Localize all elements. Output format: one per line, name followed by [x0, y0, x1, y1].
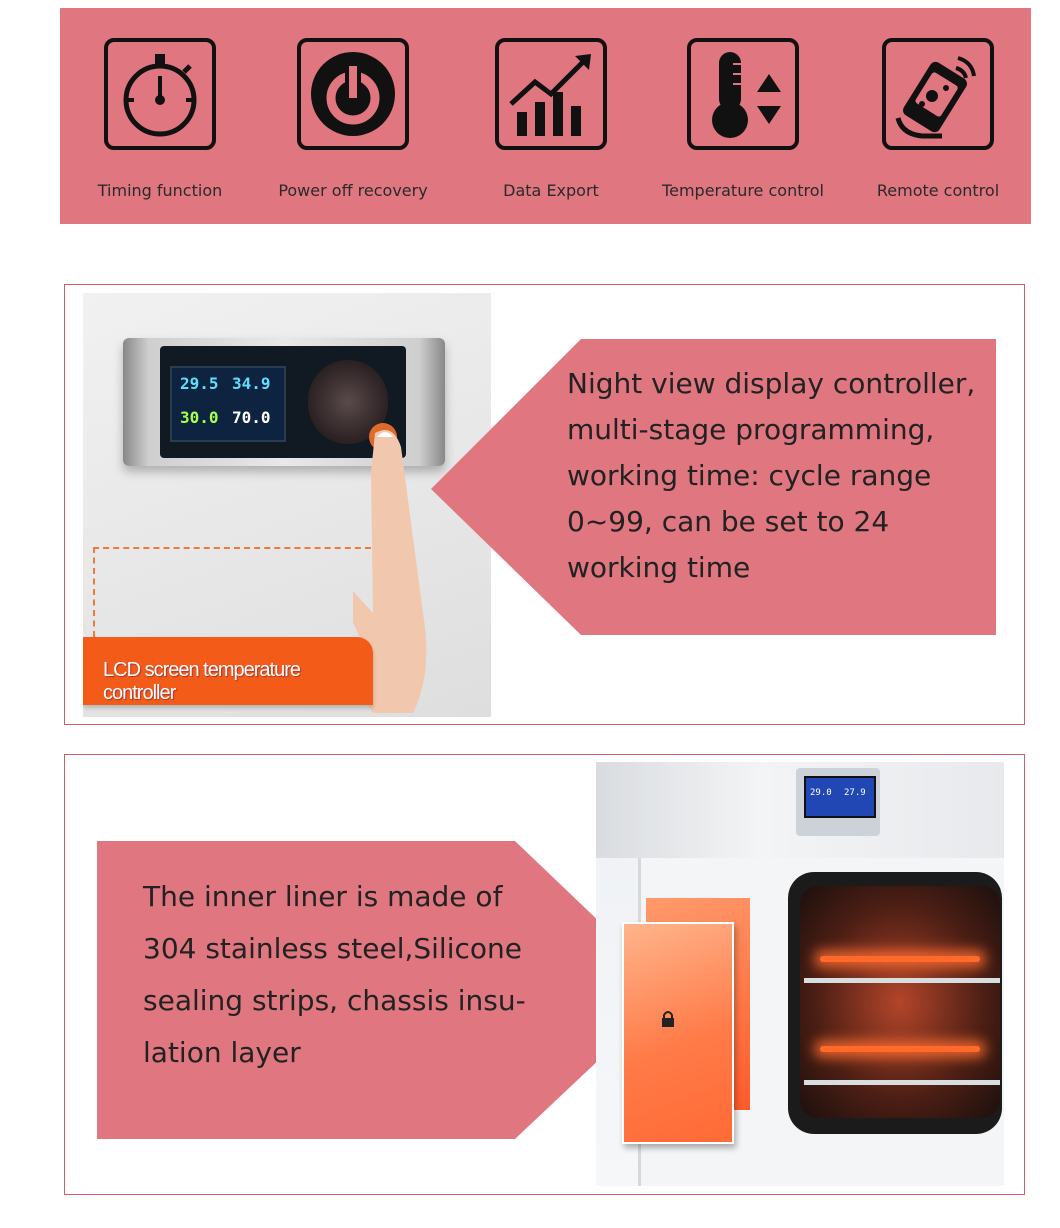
callout-line: 304 stainless steel,Silicone	[143, 932, 522, 965]
dashed-guide	[93, 547, 95, 637]
oven-control-panel: 29.0 27.9	[796, 768, 880, 836]
lcd-controller-tag: LCD screen temperature controller	[83, 637, 373, 705]
screen-value: 29.0	[810, 788, 832, 798]
feature-label: Temperature control	[662, 181, 824, 200]
oven-panel: The inner liner is made of 304 stainless…	[64, 754, 1025, 1195]
controller-callout: Night view display controller, multi-sta…	[431, 339, 996, 639]
controller-photo: 29.5 34.9 30.0 70.0 LCD screen temperatu…	[83, 293, 491, 717]
controller-panel: 29.5 34.9 30.0 70.0 LCD screen temperatu…	[64, 284, 1025, 725]
screen-value: 27.9	[844, 788, 866, 798]
lcd-value: 70.0	[232, 408, 271, 427]
feature-remote-control: Remote control	[843, 8, 1033, 224]
feature-temperature-control: Temperature control	[648, 8, 838, 224]
callout-line: sealing strips, chassis insu-	[143, 984, 526, 1017]
callout-text: Night view display controller, multi-sta…	[567, 367, 976, 584]
feature-power-off-recovery: Power off recovery	[258, 8, 448, 224]
callout-line: lation layer	[143, 1036, 301, 1069]
liner-callout: The inner liner is made of 304 stainless…	[97, 841, 672, 1141]
oven-screen: 29.0 27.9	[804, 776, 876, 818]
lock-icon	[662, 1011, 674, 1027]
dashed-guide	[93, 547, 381, 549]
feature-label: Power off recovery	[278, 181, 428, 200]
callout-line: The inner liner is made of	[143, 880, 503, 913]
oven-photo: 29.0 27.9	[596, 762, 1004, 1186]
stopwatch-icon	[104, 38, 216, 150]
pointing-hand-icon	[353, 423, 427, 713]
feature-label: Remote control	[876, 181, 1000, 200]
heating-element	[820, 1046, 980, 1052]
thermometer-icon	[687, 38, 799, 150]
feature-banner: Timing function Power off recovery Data …	[60, 8, 1031, 224]
controller-face: 29.5 34.9 30.0 70.0	[160, 346, 406, 458]
feature-timing: Timing function	[65, 8, 255, 224]
lcd-value: 30.0	[180, 408, 219, 427]
tag-label: LCD screen temperature controller	[103, 659, 301, 704]
heating-element	[820, 956, 980, 962]
lcd-screen: 29.5 34.9 30.0 70.0	[170, 366, 286, 442]
chart-growth-icon	[495, 38, 607, 150]
oven-shelf	[804, 978, 1000, 983]
lcd-value: 29.5	[180, 374, 219, 393]
lcd-value: 34.9	[232, 374, 271, 393]
feature-label: Data Export	[503, 181, 599, 200]
feature-data-export: Data Export	[456, 8, 646, 224]
callout-text: The inner liner is made of 304 stainless…	[143, 871, 543, 1079]
oven-door-frame	[788, 872, 1002, 1134]
feature-label: Timing function	[97, 181, 223, 200]
temperature-controller: 29.5 34.9 30.0 70.0	[123, 338, 445, 466]
insulation-layer	[622, 922, 734, 1144]
oven-cavity	[800, 886, 1000, 1118]
power-icon	[297, 38, 409, 150]
oven-shelf	[804, 1080, 1000, 1085]
remote-phone-icon	[882, 38, 994, 150]
